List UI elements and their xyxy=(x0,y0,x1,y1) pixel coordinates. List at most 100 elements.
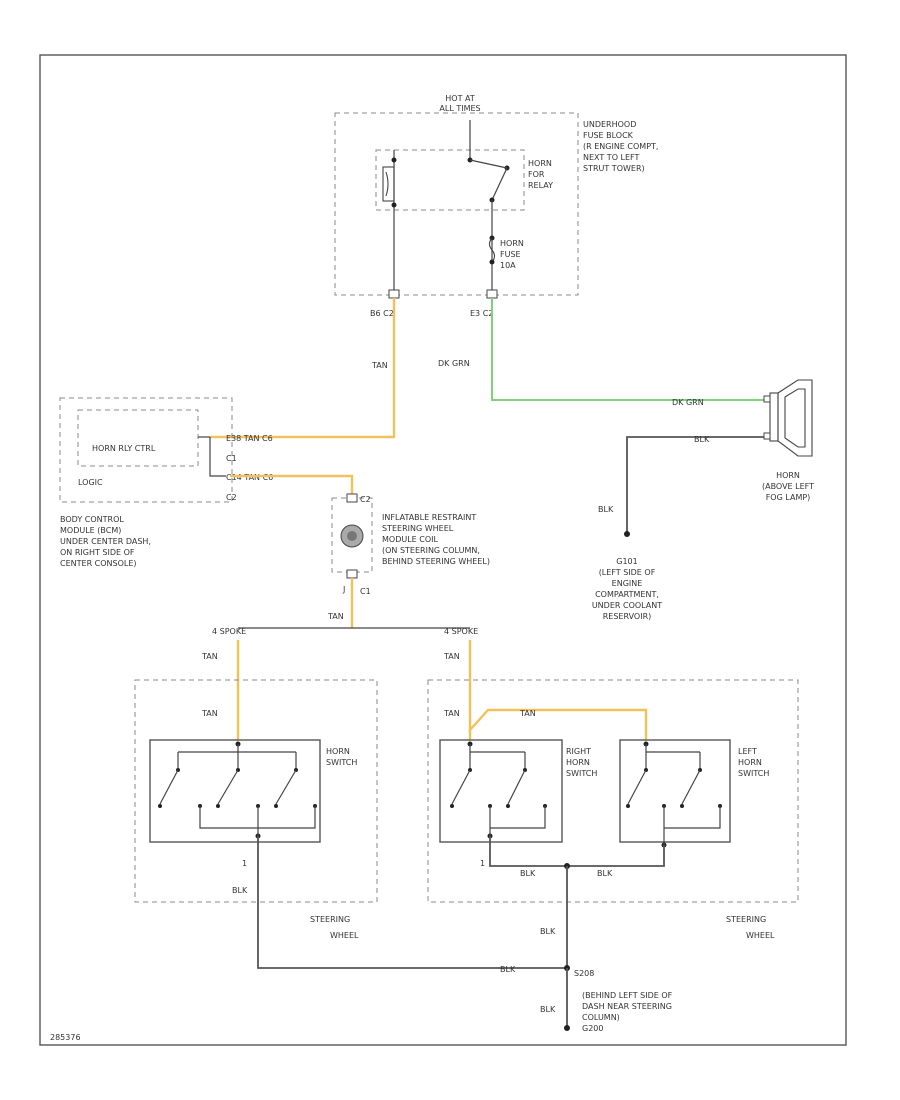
blk-wire-label-5: BLK xyxy=(500,965,516,974)
tan-wire-bcm-coil xyxy=(230,474,354,498)
g101-label-1: G101 xyxy=(616,557,637,566)
fuse-block-label-1: UNDERHOOD xyxy=(583,120,636,129)
blk-wire-label-6: BLK xyxy=(540,1005,556,1014)
bcm-logic-outline xyxy=(77,409,199,467)
tan-wire-label-5: TAN xyxy=(443,652,460,661)
horn-switch-label-1: HORN xyxy=(326,747,350,756)
steering-wheel-right-outline xyxy=(427,679,799,903)
bcm-c2-label: C2 xyxy=(226,493,237,502)
g101-label-4: COMPARTMENT, xyxy=(595,590,659,599)
right-horn-switch-label-2: HORN xyxy=(566,758,590,767)
left-horn-switch xyxy=(626,741,722,848)
blk-wire-label-7: BLK xyxy=(694,435,710,444)
blk-wire-label-3: BLK xyxy=(597,869,613,878)
tan-wire-label-6: TAN xyxy=(443,709,460,718)
hot-at-label-1: HOT AT xyxy=(445,94,475,103)
horn-label-1: HORN xyxy=(776,471,800,480)
bcm-conn-2-label: C14 TAN C6 xyxy=(226,473,273,482)
underhood-fuse-block-outline xyxy=(334,112,579,296)
pin-1a-label: 1 xyxy=(242,859,247,868)
g101-label-2: (LEFT SIDE OF xyxy=(599,568,656,577)
tan-wire-label-4: TAN xyxy=(201,709,218,718)
ground-g101 xyxy=(624,531,630,537)
steering-wheel-1-label-2: WHEEL xyxy=(330,931,359,940)
steering-wheel-2-label-2: WHEEL xyxy=(746,931,775,940)
blk-wire-horn-ground xyxy=(626,436,764,534)
g200-label-1: (BEHIND LEFT SIDE OF xyxy=(582,991,673,1000)
left-horn-switch-label-1: LEFT xyxy=(738,747,757,756)
coil-c2-label: C2 xyxy=(360,495,371,504)
horn-relay-label-3: RELAY xyxy=(528,181,553,190)
steering-wheel-1-label-1: STEERING xyxy=(310,915,350,924)
fuse-block-label-5: STRUT TOWER) xyxy=(583,164,645,173)
coil-label-5: BEHIND STEERING WHEEL) xyxy=(382,557,490,566)
bcm-label-2: MODULE (BCM) xyxy=(60,526,121,535)
coil-pin-j-label: J xyxy=(342,585,345,594)
figure-id: 285376 xyxy=(50,1033,81,1042)
horn-fuse-label-1: HORN xyxy=(500,239,524,248)
right-horn-switch xyxy=(450,741,547,839)
bcm-label-1: BODY CONTROL xyxy=(60,515,124,524)
blk-wire-left-switch xyxy=(567,845,665,867)
bcm-logic-label: LOGIC xyxy=(78,478,103,487)
coil-c1-label: C1 xyxy=(360,587,371,596)
steering-wheel-2-label-1: STEERING xyxy=(726,915,766,924)
connector-e3 xyxy=(486,289,498,299)
dk-grn-wire-label-1: DK GRN xyxy=(438,359,470,368)
coil-connector-c1 xyxy=(346,569,358,579)
dk-grn-wire-horn xyxy=(491,298,770,401)
coil-label-1: INFLATABLE RESTRAINT xyxy=(382,513,476,522)
g101-label-3: ENGINE xyxy=(612,579,643,588)
right-horn-switch-label-1: RIGHT xyxy=(566,747,591,756)
horn-label-3: FOG LAMP) xyxy=(766,493,811,502)
fuse-block-label-3: (R ENGINE COMPT, xyxy=(583,142,658,151)
fuse-block-label-2: FUSE BLOCK xyxy=(583,131,634,140)
option-left-label: 4 SPOKE xyxy=(212,627,246,636)
tan-wire-label-2: TAN xyxy=(327,612,344,621)
blk-wire-label-1: BLK xyxy=(232,886,248,895)
blk-wire-right-switch xyxy=(489,836,567,867)
tan-wire-bcm-c1 xyxy=(210,298,396,439)
hot-at-label-2: ALL TIMES xyxy=(439,104,480,113)
connector-b6-label: B6 C2 xyxy=(370,309,394,318)
bcm-horn-relay-ctrl-label: HORN RLY CTRL xyxy=(92,444,156,453)
bcm-label-4: ON RIGHT SIDE OF xyxy=(60,548,135,557)
horn-icon xyxy=(763,379,813,457)
tan-wire-label-7: TAN xyxy=(519,709,536,718)
horn-relay-label-2: FOR xyxy=(528,170,545,179)
bcm-label-3: UNDER CENTER DASH, xyxy=(60,537,151,546)
horn-fuse-label-2: FUSE xyxy=(500,250,521,259)
blk-wire-left-wheel-ground xyxy=(257,836,567,969)
diagram-frame xyxy=(39,54,847,1046)
horn-switch-box xyxy=(149,739,321,843)
left-horn-switch-box xyxy=(619,739,731,843)
tan-wire-label-1: TAN xyxy=(371,361,388,370)
fuse-block-label-4: NEXT TO LEFT xyxy=(583,153,640,162)
connector-e3-label: E3 C2 xyxy=(470,309,493,318)
blk-wire-label-2: BLK xyxy=(520,869,536,878)
horn-label-2: (ABOVE LEFT xyxy=(762,482,814,491)
blk-wire-label-4: BLK xyxy=(540,927,556,936)
tan-wire-label-3: TAN xyxy=(201,652,218,661)
right-horn-switch-box xyxy=(439,739,563,843)
option-right-label: 4 SPOKE xyxy=(444,627,478,636)
splice-label: S208 xyxy=(574,969,594,978)
g200-label-3: COLUMN) xyxy=(582,1013,620,1022)
g101-label-5: UNDER COOLANT xyxy=(592,601,662,610)
g101-label-6: RESERVOIR) xyxy=(603,612,652,621)
bcm-label-5: CENTER CONSOLE) xyxy=(60,559,137,568)
bcm-outline xyxy=(59,397,233,503)
g200-label-2: DASH NEAR STEERING xyxy=(582,1002,672,1011)
pin-1b-label: 1 xyxy=(480,859,485,868)
coil-label-3: MODULE COIL xyxy=(382,535,439,544)
horn-relay: HORN FOR RELAY xyxy=(375,120,553,295)
blk-wire-label-8: BLK xyxy=(598,505,614,514)
horn-relay-label-1: HORN xyxy=(528,159,552,168)
horn-fuse-label-3: 10A xyxy=(500,261,516,270)
right-horn-switch-label-3: SWITCH xyxy=(566,769,597,778)
left-horn-switch-label-3: SWITCH xyxy=(738,769,769,778)
horn-switch-label-2: SWITCH xyxy=(326,758,357,767)
horn-fuse: HORN FUSE 10A xyxy=(488,235,524,270)
tan-wire-right-switches xyxy=(468,640,648,740)
